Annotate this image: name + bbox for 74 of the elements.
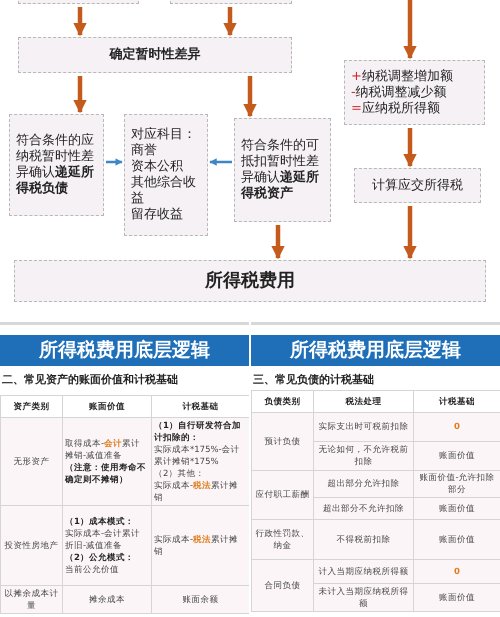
column-header: 账面价值 [88,400,126,412]
cell-text: 账面余额 [182,594,220,606]
box-text: 对应科目： [131,127,197,143]
arrow [223,7,237,36]
cell-text: 当前公允价值 [65,564,120,576]
section-heading: 二、常见资产的账面价值和计税基础 [2,372,178,387]
box-text: 符合条件的应纳税暂时性差异确认递延所得税负债 [16,133,95,197]
box-text: 其他综合收益 [131,175,197,207]
cell-text: 账面价值-允许扣除部分 [418,472,496,496]
title-banner: 所得税费用底层逻辑 [0,335,249,366]
cell-text: 账面价值 [438,450,476,462]
cell-text: 未计入当期应纳税所得额 [318,586,410,610]
cell-text: 实际成本-税法累计摊销 [154,480,240,504]
cell-text: 0 [453,421,461,433]
process-box [124,114,208,236]
arrow [73,76,87,114]
process-box [18,37,292,73]
cell-text: 实际成本-税法累计摊销 [154,534,240,558]
cell-text: 实际成本-会计累计折旧-减值准备 [65,528,142,552]
arrow [403,206,417,260]
process-box [234,118,331,222]
cell-text: 超出部分不允许扣除 [322,502,405,514]
cell-text: 账面价值 [438,534,476,546]
cell-text: 投资性房地产 [4,540,60,552]
section-heading: 三、常见负债的计税基础 [253,372,374,387]
arrow [271,225,285,260]
box-text: 所得税费用 [205,273,295,289]
cell-text: 超出部分允许扣除 [326,478,400,490]
arrow [403,128,417,168]
cell-text: （1）成本模式： [65,516,135,528]
box-text: 确定暂时性差异 [110,47,200,63]
cell-text: 账面价值 [438,502,476,514]
column-header: 资产类别 [12,400,50,412]
box-text: 留存收益 [131,207,184,223]
cell-text: 行政性罚款、纳金 [254,528,310,552]
arrow [403,0,417,60]
cell-text: （2）其他： [154,468,206,480]
arrow [73,7,87,36]
process-box [14,260,486,302]
cell-text: 以摊余成本计量 [4,588,60,612]
column-header: 负债类别 [264,396,302,408]
box-text: 资本公积 [131,159,184,175]
box-text: +纳税调整增加额 [351,68,454,84]
cell-text: 实际成本*175%-会计累计摊销*175% [154,444,241,468]
box-text: 符合条件的可抵扣暂时性差异确认递延所得税资产 [241,138,320,202]
process-box [344,60,485,125]
cell-text: 0 [453,566,461,578]
arrow [106,158,123,166]
column-header: 计税基础 [181,400,220,412]
cell-text: 摊余成本 [88,594,126,606]
box-text: 计算应交所得税 [372,178,463,194]
cell-text: 应付职工薪酬 [254,489,310,501]
column-header: 税法处理 [344,396,382,408]
arrow [243,76,257,118]
column-header: 计税基础 [438,396,476,408]
cell-text: 实际支出时可税前扣除 [318,421,410,433]
cell-text: 取得成本-会计累计摊销-减值准备 [65,438,142,462]
box-text: 商誉 [131,143,158,159]
arrow [209,158,232,166]
cell-text: 无论如何，不允许税前扣除 [318,444,410,468]
cell-text: （1）自行研发符合加计扣除的： [154,420,242,444]
cell-text: （注意：使用寿命不确定则不摊销） [65,462,147,486]
process-box [9,114,104,216]
cell-text: 计入当期应纳税所得额 [318,566,410,578]
title-banner: 所得税费用底层逻辑 [251,335,500,366]
cell-text: 账面价值 [438,592,476,604]
cell-text: 无形资产 [12,456,50,468]
cell-text: 不得税前扣除 [336,534,392,546]
box-text: -纳税调整减少额 [351,84,448,100]
cell-text: 合同负债 [264,580,302,592]
cell-text: 预计负债 [264,436,302,448]
process-box [354,168,481,203]
cell-text: （2）公允模式： [65,552,135,564]
box-text: =应纳税所得额 [351,100,441,116]
